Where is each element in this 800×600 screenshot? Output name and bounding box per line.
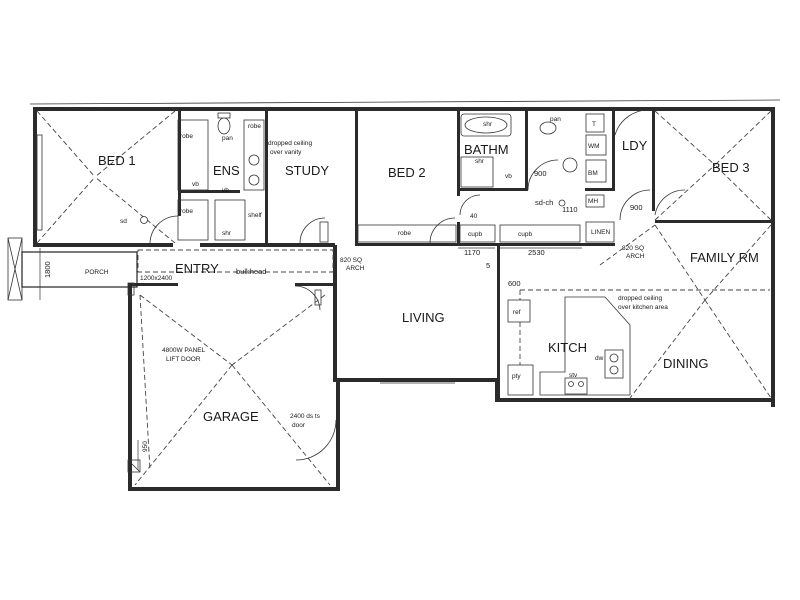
outer-walls <box>29 99 781 491</box>
hall: 40 sd-ch 1110 900 cupb cupb LINEN 1170 2… <box>458 189 651 270</box>
label-bed1: BED 1 <box>98 153 136 168</box>
note-kitchen-1: dropped ceiling <box>618 295 662 302</box>
label-robe-3: robe <box>248 123 261 130</box>
label-cupb-1: cupb <box>468 231 482 238</box>
label-ref: ref <box>513 309 521 316</box>
room-living: LIVING <box>380 310 455 384</box>
label-robe-2: robe <box>180 208 193 215</box>
label-kitch: KITCH <box>548 340 587 355</box>
dim-900-b: 900 <box>630 203 643 212</box>
room-laundry: T WM BM LDY MH <box>585 109 651 208</box>
dim-600: 600 <box>508 279 521 288</box>
label-bed2: BED 2 <box>388 165 426 180</box>
label-robe-1: robe <box>180 133 193 140</box>
room-kitchen: 600 dropped ceiling over kitchen area re… <box>507 279 770 396</box>
label-pan-1: pan <box>222 135 233 142</box>
label-bm: BM <box>588 170 598 177</box>
label-pty: pty <box>512 373 521 380</box>
room-bed2: BED 2 robe <box>357 165 457 244</box>
label-sd: sd <box>120 218 127 225</box>
label-family: FAMILY RM <box>690 250 759 265</box>
label-study: STUDY <box>285 163 329 178</box>
dim-1800: 1800 <box>43 261 52 278</box>
label-stv: stv <box>569 372 578 379</box>
label-linen: LINEN <box>591 229 610 236</box>
label-vb3: vb <box>505 173 512 180</box>
label-shr-3: shr <box>475 158 485 165</box>
note-vanity-1: dropped ceiling <box>268 140 312 147</box>
label-living: LIVING <box>402 310 445 325</box>
room-entry: ENTRY bulkhead 1200x2400 820 SQ ARCH <box>137 249 365 311</box>
room-bath: shr BATHM shr vb 900 pan <box>460 113 578 191</box>
label-shelf: shelf <box>248 212 262 219</box>
label-entry: ENTRY <box>175 261 219 276</box>
garage-door-note-2: door <box>292 422 306 429</box>
label-wm: WM <box>588 143 600 150</box>
room-bed3: BED 3 <box>654 110 772 221</box>
label-cupb-2: cupb <box>518 231 532 238</box>
label-sdch: sd-ch <box>535 198 553 207</box>
note-vanity-2: over vanity <box>270 149 302 156</box>
dim-5: 5 <box>486 261 490 270</box>
room-bed1: BED 1 sd robe robe <box>36 110 209 244</box>
dim-1170: 1170 <box>464 248 480 257</box>
label-bed3: BED 3 <box>712 160 750 175</box>
label-bulkhead: bulkhead <box>236 267 266 276</box>
arch1-1: 820 SQ <box>340 257 362 264</box>
label-dw: dw <box>595 355 604 362</box>
label-vb2: vb <box>192 181 199 188</box>
room-family-dining: FAMILY RM DINING <box>599 224 772 399</box>
label-garage: GARAGE <box>203 409 259 424</box>
door-note-2: LIFT DOOR <box>166 356 201 363</box>
dim-1110: 1110 <box>562 205 578 214</box>
label-vb: vb <box>222 187 229 194</box>
label-ens: ENS <box>213 163 240 178</box>
label-shr-1: shr <box>222 230 232 237</box>
label-entry-door: 1200x2400 <box>140 275 173 282</box>
dim-950: 950 <box>142 441 149 452</box>
door-note-1: 4800W PANEL <box>162 347 206 354</box>
label-ldy: LDY <box>622 138 648 153</box>
label-porch: PORCH <box>85 269 109 276</box>
label-dining: DINING <box>663 356 709 371</box>
garage-door-note-1: 2400 ds ts <box>290 413 321 420</box>
room-garage: 4800W PANEL LIFT DOOR GARAGE 2400 ds ts … <box>127 294 337 486</box>
note-kitchen-2: over kitchen area <box>618 304 668 311</box>
arch2-1: 820 SQ <box>622 245 644 252</box>
label-robe-4: robe <box>398 230 411 237</box>
label-shr-2: shr <box>483 121 493 128</box>
label-pan-2: pan <box>550 116 561 123</box>
label-bath: BATHM <box>464 142 509 157</box>
internal-walls <box>178 111 775 400</box>
label-tr: T <box>592 121 596 128</box>
porch: 1800 PORCH <box>7 237 138 301</box>
room-study: dropped ceiling over vanity STUDY <box>268 140 329 244</box>
dim-40: 40 <box>470 213 478 220</box>
label-mh: MH <box>588 198 598 205</box>
dim-2530: 2530 <box>528 248 545 257</box>
room-ensuite: pan ENS vb vb shr shelf robe <box>192 112 265 241</box>
arch1-2: ARCH <box>346 265 365 272</box>
arch2-2: ARCH <box>626 253 645 260</box>
dim-900-a: 900 <box>534 169 547 178</box>
